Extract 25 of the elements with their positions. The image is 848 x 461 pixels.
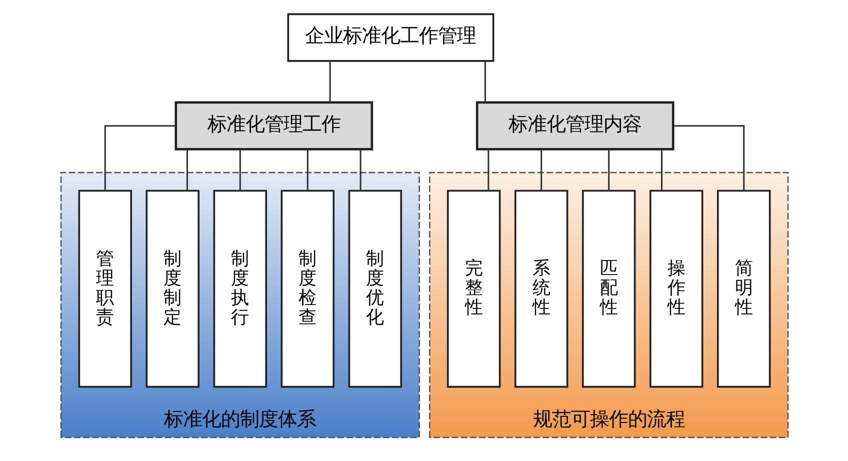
node-box: 管理职责 [78,189,132,388]
node-box: 系统性 [514,189,568,388]
node-box: 制度检查 [280,189,334,388]
connector [328,60,330,102]
node-box: 操作性 [648,189,703,388]
node-box: 完整性 [446,189,500,388]
connector [540,149,542,190]
connector [660,149,662,190]
node-box: 制度执行 [212,189,267,388]
connector [306,149,308,190]
connector [359,149,361,190]
connector [238,149,240,190]
connector [104,124,176,190]
connector [186,149,188,190]
node-box: 制度制定 [145,189,200,388]
node-box: 制度优化 [348,189,402,388]
connector [672,124,744,190]
node-box: 企业标准化工作管理 [286,12,494,62]
node-box: 匹配性 [581,189,636,388]
node-box: 简明性 [716,189,770,388]
connector [484,60,486,102]
connector [487,149,489,190]
node-box: 标准化管理工作 [174,100,373,150]
node-box: 标准化管理内容 [475,100,674,150]
connector [608,149,610,190]
